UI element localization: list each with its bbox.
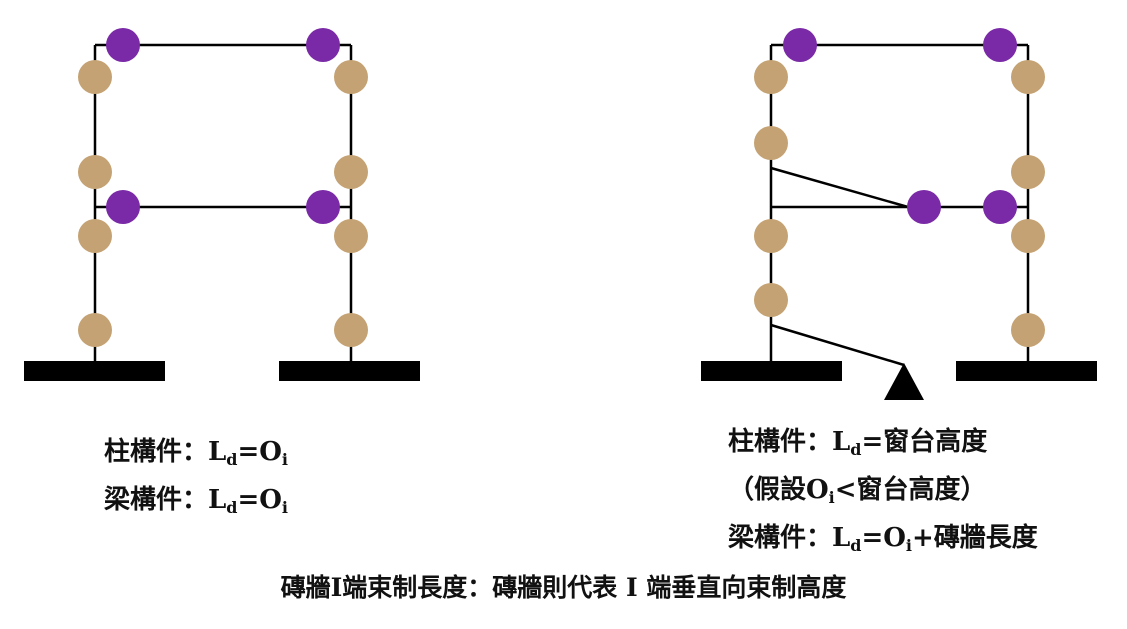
column-hinge	[334, 155, 368, 189]
beam-hinge	[106, 28, 140, 62]
beam-hinge	[983, 28, 1017, 62]
right-beam-label: 梁構件：	[728, 523, 833, 553]
beam-hinge	[306, 190, 340, 224]
right-assumption-note: （假設Oi<窗台高度）	[728, 475, 987, 507]
right-labels: 柱構件：Ld=窗台高度 （假設Oi<窗台高度） 梁構件：Ld=Oi+磚牆長度	[728, 422, 1038, 566]
beam-hinge	[106, 190, 140, 224]
right-column-label: 柱構件：	[728, 427, 833, 457]
beam-hinge	[783, 28, 817, 62]
right-frame-right-footing	[956, 361, 1097, 381]
left-frame-beam-hinges	[106, 28, 340, 224]
column-hinge	[334, 219, 368, 253]
column-hinge	[1011, 219, 1045, 253]
column-hinge	[334, 60, 368, 94]
right-frame-column-hinges	[754, 60, 1045, 347]
column-hinge	[78, 155, 112, 189]
column-hinge	[1011, 60, 1045, 94]
column-hinge	[78, 60, 112, 94]
column-hinge	[334, 313, 368, 347]
right-beam-formula: 梁構件：Ld=Oi+磚牆長度	[728, 523, 1038, 555]
left-frame-column-hinges	[78, 60, 368, 347]
brick-wall-strut-lower	[770, 323, 905, 367]
right-frame-beam-hinges	[783, 28, 1017, 224]
left-beam-label: 梁構件：	[104, 485, 209, 515]
left-beam-formula: 梁構件：Ld=Oi	[104, 485, 288, 517]
left-column-formula: 柱構件：Ld=Oi	[104, 437, 288, 469]
left-frame-left-footing	[24, 361, 165, 381]
left-frame-right-footing	[279, 361, 420, 381]
column-hinge	[754, 126, 788, 160]
column-hinge	[1011, 155, 1045, 189]
column-hinge	[78, 219, 112, 253]
column-hinge	[1011, 313, 1045, 347]
column-hinge	[754, 219, 788, 253]
diagram-caption: 磚牆I端束制長度：磚牆則代表 I 端垂直向束制高度	[280, 573, 847, 602]
column-hinge	[754, 283, 788, 317]
column-hinge	[78, 313, 112, 347]
right-column-formula: 柱構件：Ld=窗台高度	[728, 427, 988, 459]
right-frame-left-footing	[701, 361, 842, 381]
left-labels: 柱構件：Ld=Oi 梁構件：Ld=Oi	[104, 432, 288, 528]
pin-support-triangle	[884, 363, 924, 400]
column-hinge	[754, 60, 788, 94]
brick-wall-strut-upper	[770, 166, 909, 209]
left-column-label: 柱構件：	[104, 437, 209, 467]
beam-hinge	[907, 190, 941, 224]
beam-hinge	[306, 28, 340, 62]
beam-hinge	[983, 190, 1017, 224]
